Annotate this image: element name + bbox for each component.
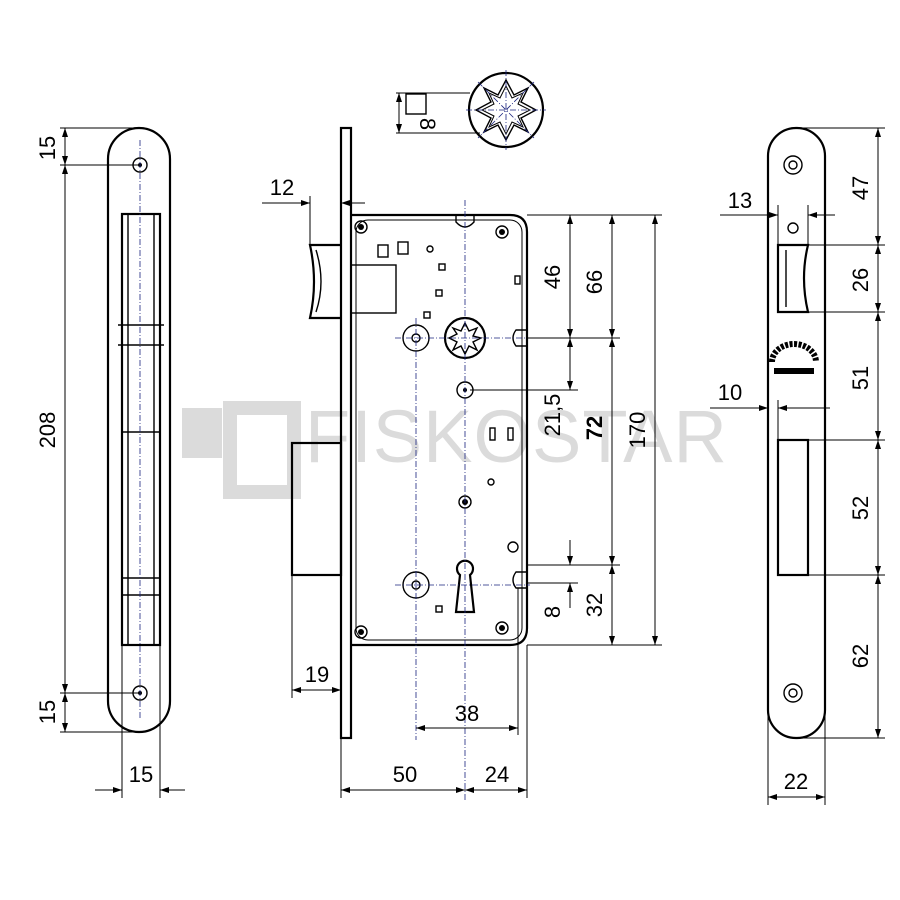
dim-21-5: 21,5 <box>540 394 565 437</box>
dim-spindle-size: 8 <box>415 118 440 130</box>
dim-24: 24 <box>485 762 509 787</box>
dim-26: 26 <box>848 268 873 292</box>
dim-46: 46 <box>540 265 565 289</box>
dim-51: 51 <box>848 366 873 390</box>
dim-170: 170 <box>625 412 650 449</box>
dim-strike-width: 22 <box>784 769 808 794</box>
dim-left-width: 15 <box>129 762 153 787</box>
dim-left-top: 15 <box>35 136 60 160</box>
dim-38: 38 <box>455 701 479 726</box>
dim-13: 13 <box>728 188 752 213</box>
dim-10: 10 <box>718 380 742 405</box>
dim-left-bottom: 15 <box>35 700 60 724</box>
dim-32: 32 <box>582 593 607 617</box>
spindle-detail: 8 <box>396 70 546 150</box>
dim-backset: 50 <box>393 762 417 787</box>
dim-left-height: 208 <box>35 412 60 449</box>
dim-62: 62 <box>848 644 873 668</box>
dim-47: 47 <box>848 176 873 200</box>
body-screws <box>354 220 509 639</box>
strike-plate-dimensions: 47 26 51 52 62 13 10 22 <box>710 127 885 805</box>
dim-8: 8 <box>540 606 565 618</box>
dim-bolt-projection: 19 <box>305 662 329 687</box>
left-faceplate <box>106 126 172 734</box>
dim-72: 72 <box>582 416 607 440</box>
lock-body-dimensions: 12 19 46 21,5 8 66 72 32 170 38 <box>262 175 662 798</box>
left-plate-dimensions: 15 208 15 15 <box>35 127 185 798</box>
dim-latch-projection: 12 <box>270 175 294 200</box>
dim-52: 52 <box>848 496 873 520</box>
watermark-text: FISKOSTAR <box>305 395 728 478</box>
manufacturer-stamp <box>769 341 819 374</box>
lock-body <box>290 126 530 800</box>
dim-66: 66 <box>582 270 607 294</box>
strike-plate <box>766 126 827 740</box>
